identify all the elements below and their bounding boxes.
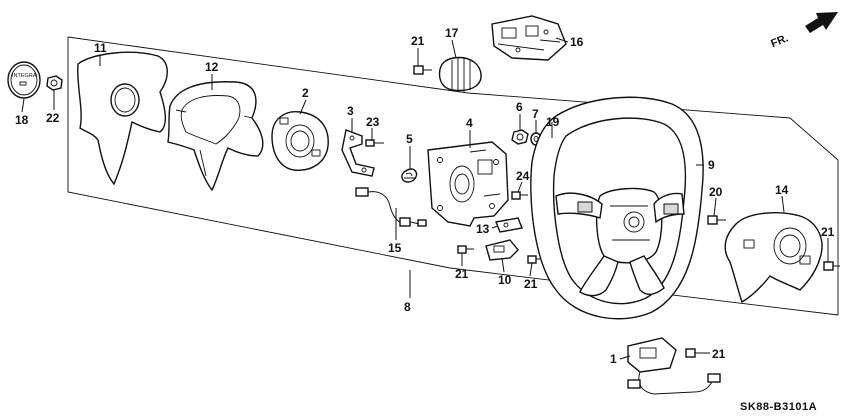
screw-part-23 bbox=[365, 139, 384, 147]
callout-17: 17 bbox=[445, 26, 459, 40]
control-unit-part-16 bbox=[491, 15, 567, 61]
leader-lines bbox=[21, 37, 829, 360]
airbag-cover-part-14 bbox=[724, 212, 823, 304]
callout-10: 10 bbox=[498, 273, 512, 287]
callout-1: 1 bbox=[610, 352, 617, 366]
callout-20: 20 bbox=[709, 185, 723, 199]
horn-pad-part-11 bbox=[76, 51, 168, 186]
callout-21-left: 21 bbox=[455, 267, 469, 281]
callout-4: 4 bbox=[466, 116, 473, 130]
bracket-part-3 bbox=[341, 129, 375, 177]
front-direction-arrow: FR. bbox=[769, 12, 838, 50]
callout-13: 13 bbox=[476, 222, 490, 236]
callout-18: 18 bbox=[15, 113, 29, 127]
screw-part-21-bottom bbox=[685, 348, 704, 358]
callout-6: 6 bbox=[516, 100, 523, 114]
bolt-part-20 bbox=[707, 215, 726, 225]
callout-9: 9 bbox=[708, 158, 715, 172]
callout-16: 16 bbox=[570, 35, 584, 49]
callout-14: 14 bbox=[775, 183, 789, 197]
emblem-text: INTEGRA bbox=[12, 73, 37, 79]
callout-21-right: 21 bbox=[821, 225, 835, 239]
screw-part-21-left bbox=[457, 245, 474, 254]
cover-frame-part-12 bbox=[167, 81, 264, 192]
callout-21-mid: 21 bbox=[524, 277, 538, 291]
inner-ring-part-2 bbox=[271, 111, 329, 171]
emblem-part-18: INTEGRA bbox=[7, 61, 41, 99]
callout-21-top: 21 bbox=[411, 34, 425, 48]
callout-19: 19 bbox=[546, 115, 560, 129]
sensor-part-1 bbox=[627, 337, 721, 395]
callout-5: 5 bbox=[406, 132, 413, 146]
diagram-code: SK88-B3101A bbox=[740, 401, 817, 413]
steering-wheel-part-9 bbox=[530, 96, 704, 320]
callout-3: 3 bbox=[347, 104, 354, 118]
knob-part-17 bbox=[438, 56, 482, 92]
cable-reel-plate-part-4 bbox=[427, 141, 509, 227]
direction-label: FR. bbox=[769, 32, 790, 50]
switch-part-13 bbox=[495, 217, 523, 233]
switch-part-10 bbox=[485, 239, 519, 261]
nut-part-22 bbox=[46, 75, 63, 91]
callout-23: 23 bbox=[366, 115, 380, 129]
callout-12: 12 bbox=[205, 60, 219, 74]
screw-part-24 bbox=[511, 191, 528, 200]
cable-part-15 bbox=[355, 187, 427, 227]
callout-15: 15 bbox=[388, 241, 402, 255]
callout-24: 24 bbox=[516, 169, 530, 183]
callout-7: 7 bbox=[532, 107, 539, 121]
callout-11: 11 bbox=[94, 41, 107, 55]
spring-part-5 bbox=[401, 168, 418, 183]
callout-2: 2 bbox=[302, 86, 309, 100]
callout-labels: 1 2 3 4 5 6 7 8 9 10 11 12 13 14 15 16 1… bbox=[15, 26, 835, 366]
nut-part-6 bbox=[511, 129, 529, 145]
callout-22: 22 bbox=[46, 111, 60, 125]
assembly-boundary bbox=[67, 36, 839, 316]
callout-8: 8 bbox=[404, 300, 411, 314]
screw-part-21-top bbox=[413, 65, 432, 75]
callout-21-bottom: 21 bbox=[712, 347, 726, 361]
